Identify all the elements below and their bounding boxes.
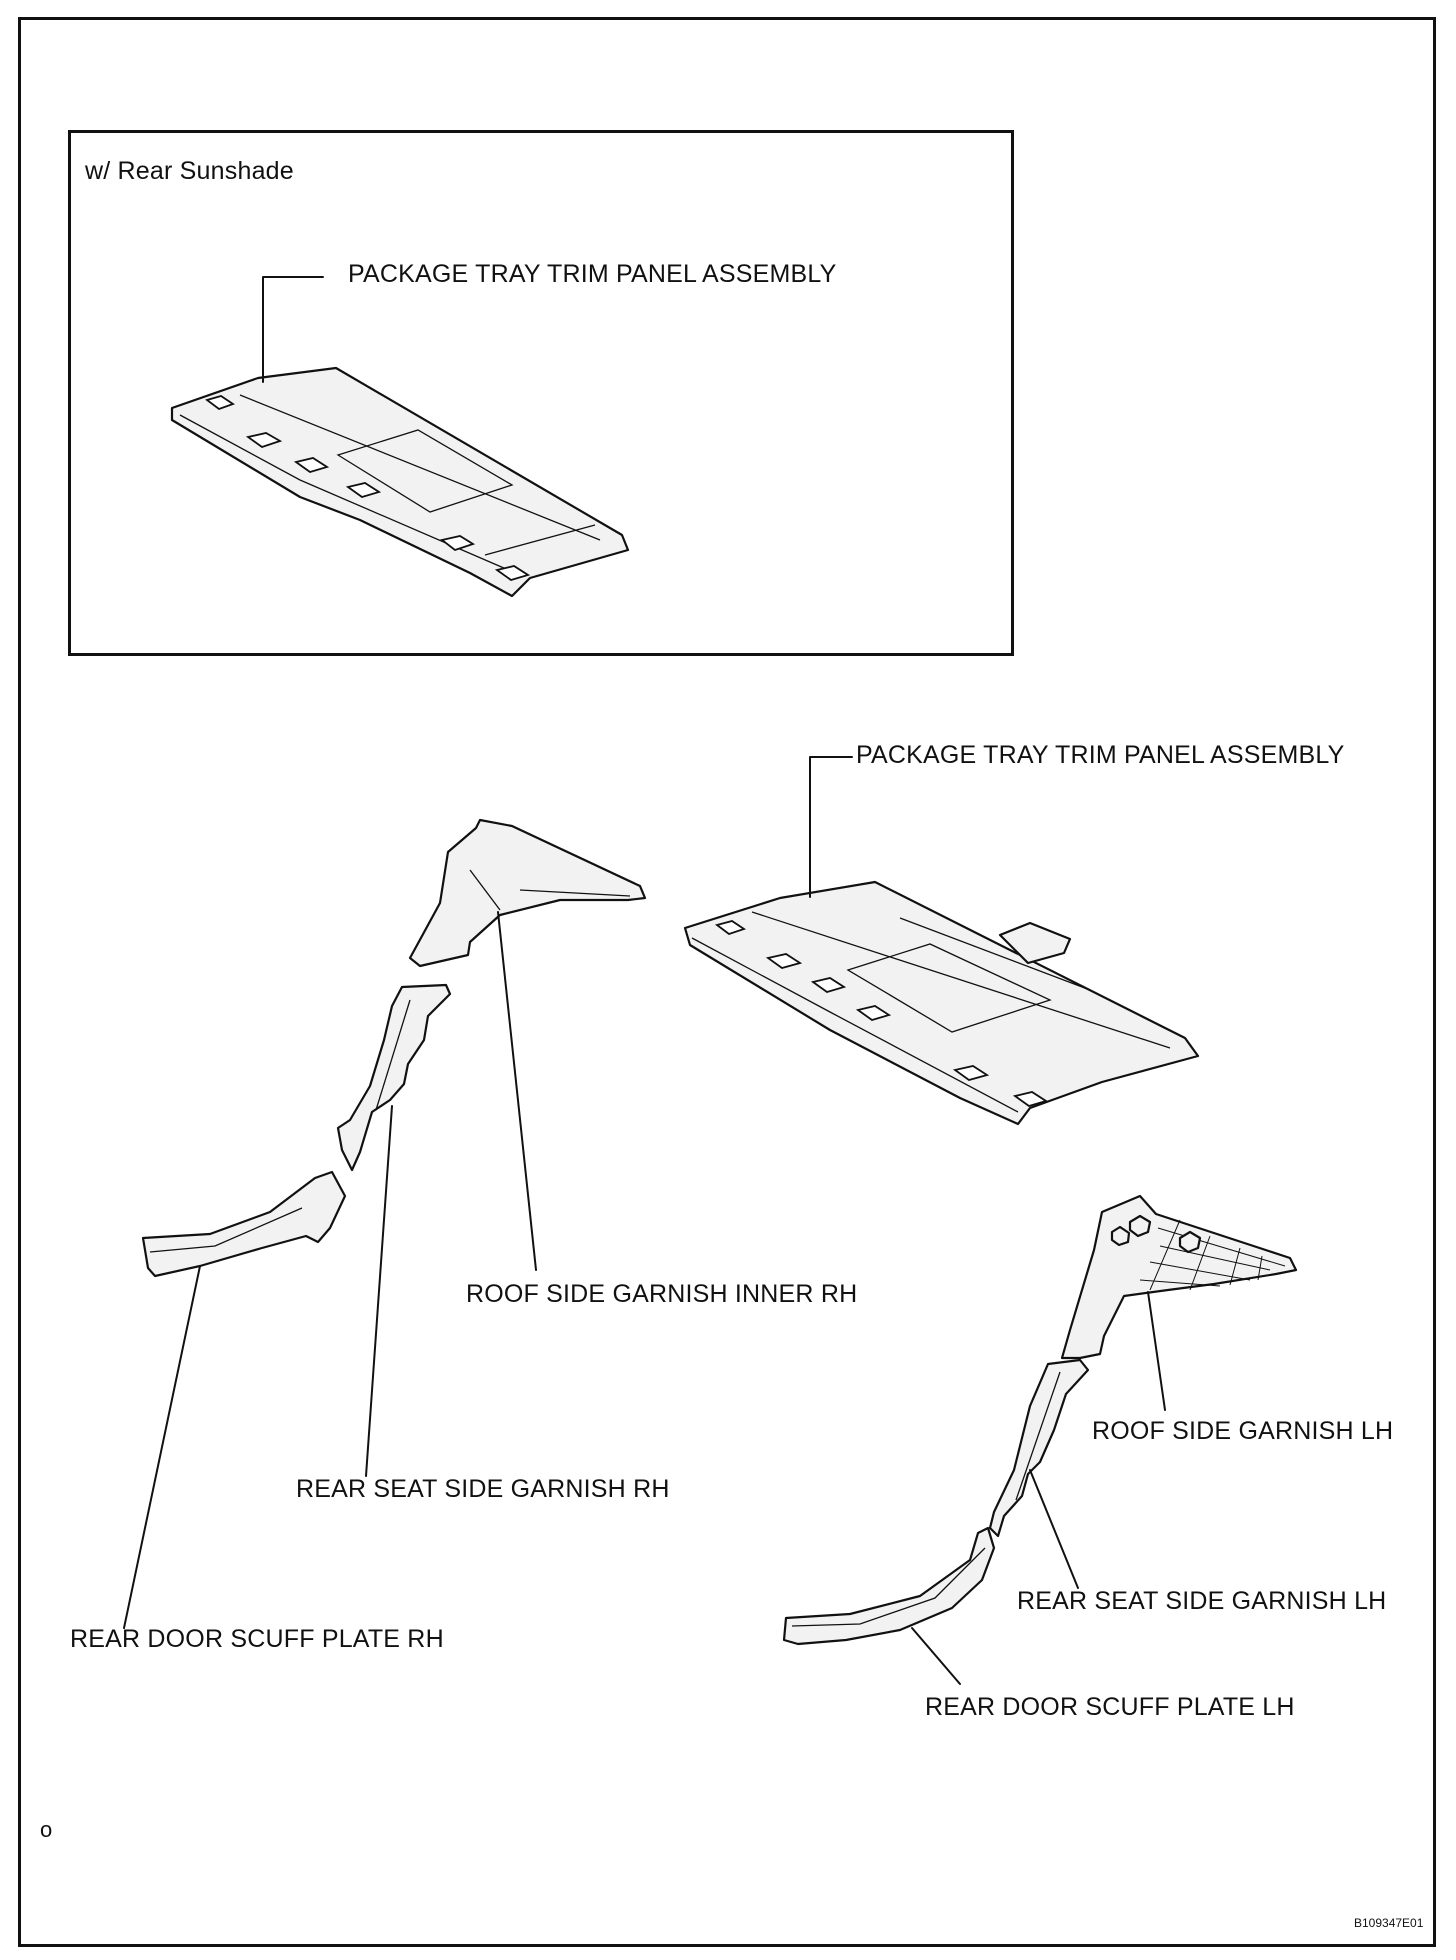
diagram-frame: [18, 17, 1436, 1947]
label-roof-side-garnish-lh: ROOF SIDE GARNISH LH: [1092, 1417, 1394, 1445]
label-inset-package-tray-trim-panel: PACKAGE TRAY TRIM PANEL ASSEMBLY: [348, 260, 837, 288]
figure-code: B109347E01: [1354, 1916, 1424, 1930]
rear-sunshade-inset: [68, 130, 1014, 656]
rear-door-scuff-plate-rh-illustration: [123, 1170, 347, 1629]
label-package-tray-trim-panel: PACKAGE TRAY TRIM PANEL ASSEMBLY: [856, 741, 1345, 769]
inset-caption: w/ Rear Sunshade: [85, 157, 294, 185]
roof-side-garnish-inner-rh-illustration: [408, 818, 647, 1271]
rear-seat-side-garnish-rh-illustration: [336, 983, 452, 1477]
rear-seat-side-garnish-lh-illustration: [988, 1358, 1090, 1589]
rear-door-scuff-plate-lh-illustration: [782, 1526, 996, 1685]
label-rear-door-scuff-plate-lh: REAR DOOR SCUFF PLATE LH: [925, 1693, 1295, 1721]
roof-side-garnish-lh-illustration: [1060, 1194, 1298, 1411]
label-roof-side-garnish-inner-rh: ROOF SIDE GARNISH INNER RH: [466, 1280, 858, 1308]
label-rear-seat-side-garnish-lh: REAR SEAT SIDE GARNISH LH: [1017, 1587, 1387, 1615]
label-rear-seat-side-garnish-rh: REAR SEAT SIDE GARNISH RH: [296, 1475, 670, 1503]
label-rear-door-scuff-plate-rh: REAR DOOR SCUFF PLATE RH: [70, 1625, 444, 1653]
inset-package-tray-illustration: [170, 276, 630, 598]
corner-mark: o: [40, 1817, 53, 1842]
package-tray-illustration: [683, 756, 1200, 1126]
